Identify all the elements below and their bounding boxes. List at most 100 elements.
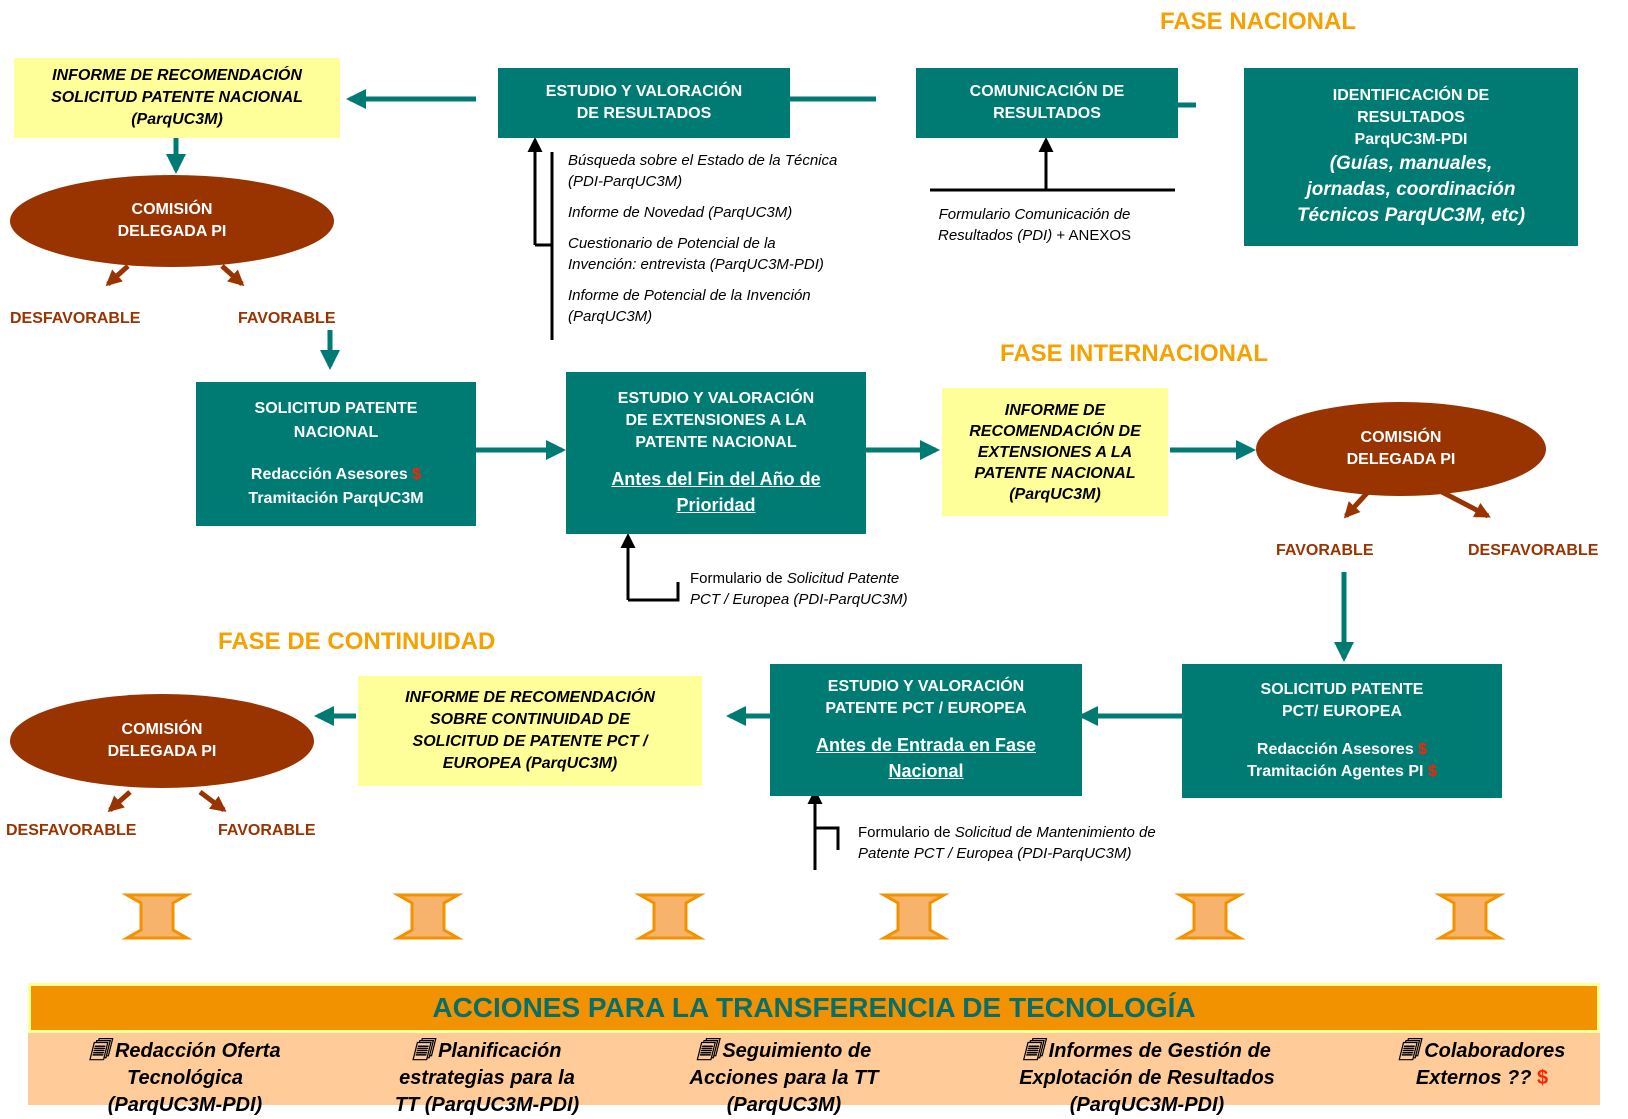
comision-delegada-continuidad-oval: COMISIÓN DELEGADA PI	[10, 694, 314, 788]
informe-ext-line1: INFORME DE	[1004, 401, 1106, 419]
informe-ext-line2: RECOMENDACIÓN DE	[969, 422, 1141, 440]
document-icon: 🗐	[1398, 1040, 1419, 1062]
tt-item-colaboradores-line2: Externos ??	[1415, 1067, 1532, 1089]
arrow-comision-favorable	[220, 264, 245, 287]
solicitud-pct-tramitacion: Tramitación Agentes PI	[1247, 763, 1424, 780]
comunicacion-note-line1: Formulario Comunicación de	[938, 206, 1131, 223]
informe-cont-line1: INFORME DE RECOMENDACIÓN	[405, 689, 655, 706]
tt-item-seguimiento: 🗐 Seguimiento de Acciones para la TT (Pa…	[654, 1038, 914, 1119]
estudio-note-busqueda-2: (PDI-ParqUC3M)	[568, 173, 683, 190]
double-arrow-icon-3	[634, 893, 706, 940]
estudio-pct-note-line2: Patente PCT / Europea (PDI-ParqUC3M)	[858, 845, 1132, 862]
estudio-patente-pct-box: ESTUDIO Y VALORACIÓN PATENTE PCT / EUROP…	[770, 664, 1082, 796]
solicitud-nacional-tramitacion: Tramitación ParqUC3M	[248, 490, 424, 507]
line-estudio-ext-note	[628, 582, 680, 602]
tt-item-colaboradores: 🗐 Colaboradores Externos ?? $	[1372, 1038, 1592, 1092]
comunicacion-note-anexos: + ANEXOS	[1052, 227, 1132, 244]
comision-nacional-line1: COMISIÓN	[131, 201, 213, 218]
document-icon: 🗐	[89, 1040, 110, 1062]
solicitud-nacional-redaccion: Redacción Asesores	[250, 466, 408, 483]
estudio-ext-line3: PATENTE NACIONAL	[635, 434, 797, 451]
phase-internacional-title: FASE INTERNACIONAL	[1000, 340, 1269, 367]
comunicacion-line2: RESULTADOS	[993, 105, 1101, 122]
estudio-pct-line1: ESTUDIO Y VALORACIÓN	[827, 678, 1025, 695]
tt-item-seguimiento-line1: Seguimiento de	[722, 1040, 872, 1062]
arrow-comision3-favorable	[198, 790, 227, 812]
informe-nacional-line1: INFORME DE RECOMENDACIÓN	[52, 67, 302, 84]
comision-nacional-line2: DELEGADA PI	[117, 223, 227, 240]
estudio-extensiones-box: ESTUDIO Y VALORACIÓN DE EXTENSIONES A LA…	[566, 372, 866, 534]
dollar-icon: $	[1418, 741, 1428, 758]
solicitud-patente-nacional-box: SOLICITUD PATENTE NACIONAL Redacción Ase…	[196, 382, 476, 526]
comision-internacional-line2: DELEGADA PI	[1346, 451, 1456, 468]
estudio-ext-note-pre: Formulario de	[690, 570, 787, 587]
estudio-ext-note-it1: Solicitud Patente	[786, 570, 900, 587]
informe-nacional-line2: SOLICITUD PATENTE NACIONAL	[51, 89, 303, 106]
tt-item-planificacion-line1: Planificación	[438, 1040, 562, 1062]
document-icon: 🗐	[696, 1040, 717, 1062]
arrow-comision2-desfavorable	[1440, 489, 1491, 519]
phase-nacional-title: FASE NACIONAL	[1160, 8, 1357, 35]
estudio-pct-note: Formulario de Solicitud de Mantenimiento…	[858, 822, 1156, 864]
informe-cont-line3: SOLICITUD DE PATENTE PCT /	[412, 733, 648, 750]
estudio-ext-deadline-line1: Antes del Fin del Año de	[611, 469, 821, 489]
identificacion-resultados-box: IDENTIFICACIÓN DE RESULTADOS ParqUC3M-PD…	[1244, 68, 1578, 246]
solicitud-pct-line2: PCT/ EUROPEA	[1281, 703, 1402, 720]
comision-internacional-line1: COMISIÓN	[1360, 429, 1442, 446]
dollar-icon: $	[1427, 763, 1437, 780]
tt-item-colaboradores-line1: Colaboradores	[1424, 1040, 1566, 1062]
informe-nacional-line3: (ParqUC3M)	[131, 111, 223, 128]
comunicacion-line1: COMUNICACIÓN DE	[969, 83, 1125, 100]
nacional-desfavorable-label: DESFAVORABLE	[10, 310, 141, 327]
estudio-line2: DE RESULTADOS	[576, 105, 712, 122]
double-arrow-icon-6	[1434, 893, 1506, 940]
solicitud-pct-redaccion: Redacción Asesores	[1256, 741, 1414, 758]
estudio-pct-line2: PATENTE PCT / EUROPEA	[825, 700, 1027, 717]
tt-item-oferta-line2: Tecnológica	[127, 1067, 243, 1089]
estudio-ext-line1: ESTUDIO Y VALORACIÓN	[617, 390, 815, 407]
estudio-note-potencial-2: (ParqUC3M)	[568, 308, 653, 325]
line-estudio-pct-note	[813, 826, 840, 870]
identificacion-line1: IDENTIFICACIÓN DE	[1332, 87, 1490, 104]
estudio-note-cuestionario-2: Invención: entrevista (ParqUC3M-PDI)	[568, 256, 824, 273]
estudio-pct-note-it1: Solicitud de Mantenimiento de	[954, 824, 1156, 841]
double-arrow-icon-4	[878, 893, 950, 940]
nacional-favorable-label: FAVORABLE	[238, 310, 336, 327]
estudio-ext-deadline-line2: Prioridad	[676, 495, 756, 515]
comunicacion-resultados-box: COMUNICACIÓN DE RESULTADOS	[916, 68, 1178, 138]
tt-item-planificacion-line3: TT (ParqUC3M-PDI)	[394, 1094, 580, 1116]
estudio-ext-line2: DE EXTENSIONES A LA	[625, 412, 807, 429]
informe-ext-line5: (ParqUC3M)	[1009, 485, 1101, 503]
document-icon: 🗐	[412, 1040, 433, 1062]
tt-item-planificacion: 🗐 Planificación estrategias para la TT (…	[362, 1038, 612, 1119]
informe-ext-line4: PATENTE NACIONAL	[974, 464, 1136, 482]
estudio-line1: ESTUDIO Y VALORACIÓN	[545, 83, 743, 100]
comision-continuidad-line1: COMISIÓN	[121, 721, 203, 738]
double-arrow-icon-1	[121, 893, 193, 940]
solicitud-patente-pct-box: SOLICITUD PATENTE PCT/ EUROPEA Redacción…	[1182, 664, 1502, 798]
comision-continuidad-line2: DELEGADA PI	[107, 743, 217, 760]
tt-title-bar: ACCIONES PARA LA TRANSFERENCIA DE TECNOL…	[28, 983, 1600, 1033]
informe-recomendacion-nacional-box: INFORME DE RECOMENDACIÓN SOLICITUD PATEN…	[14, 58, 340, 138]
arrow-comision3-desfavorable	[107, 790, 132, 813]
estudio-note-cuestionario: Cuestionario de Potencial de la	[568, 235, 776, 252]
dollar-icon: $	[412, 466, 422, 483]
double-arrow-icons	[121, 893, 1506, 940]
identificacion-line6: Técnicos ParqUC3M, etc)	[1296, 205, 1526, 226]
comunicacion-note-line2: Resultados (PDI)	[938, 227, 1053, 244]
tt-item-seguimiento-line3: (ParqUC3M)	[726, 1094, 842, 1116]
estudio-pct-note-pre: Formulario de	[858, 824, 955, 841]
tt-item-oferta-line3: (ParqUC3M-PDI)	[107, 1094, 263, 1116]
comunicacion-note: Formulario Comunicación de Resultados (P…	[938, 204, 1131, 246]
solicitud-nacional-line1: SOLICITUD PATENTE	[254, 400, 418, 417]
estudio-pct-deadline-line1: Antes de Entrada en Fase	[815, 735, 1037, 755]
tt-item-oferta-line1: Redacción Oferta	[114, 1040, 281, 1062]
phase-continuidad-title: FASE DE CONTINUIDAD	[218, 628, 496, 655]
identificacion-line5: jornadas, coordinación	[1306, 179, 1516, 200]
estudio-note-busqueda: Búsqueda sobre el Estado de la Técnica	[568, 152, 838, 169]
internacional-favorable-label: FAVORABLE	[1276, 542, 1374, 559]
tt-item-informes-line3: (ParqUC3M-PDI)	[1069, 1094, 1225, 1116]
estudio-notes: Búsqueda sobre el Estado de la Técnica (…	[568, 150, 837, 327]
informe-ext-line3: EXTENSIONES A LA	[977, 443, 1133, 461]
